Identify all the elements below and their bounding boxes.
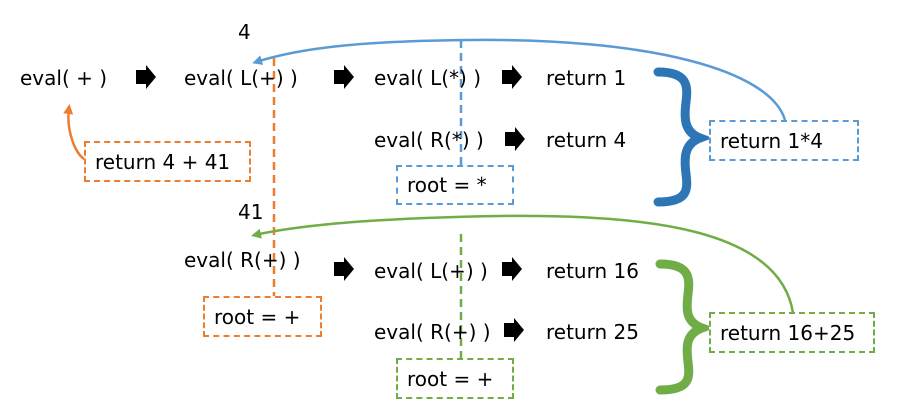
return-product-box: return 1*4 <box>709 120 859 161</box>
root-plus-text-green: root = + <box>407 366 494 391</box>
eval-right-plus-label: eval( R(+) ) <box>184 248 301 272</box>
return-sum-16-25-text: return 16+25 <box>720 320 856 345</box>
root-star-text: root = * <box>407 173 487 197</box>
eval-right-star-label: eval( R(*) ) <box>374 128 484 152</box>
right-curly-brace-icon <box>655 259 715 395</box>
right-arrow-icon <box>502 65 522 89</box>
right-curly-brace-icon <box>653 67 713 207</box>
right-arrow-icon <box>334 257 354 281</box>
eval-right-plus-inner-label: eval( R(+) ) <box>374 320 491 344</box>
eval-left-star-label: eval( L(*) ) <box>374 66 482 90</box>
right-arrow-icon <box>502 257 522 281</box>
right-arrow-icon <box>504 318 524 342</box>
return-16-label: return 16 <box>546 259 639 283</box>
root-star-box: root = * <box>396 165 514 205</box>
return-1-label: return 1 <box>546 66 627 90</box>
return-sum-16-25-box: return 16+25 <box>709 312 875 353</box>
return-4-label: return 4 <box>546 128 627 152</box>
return-sum-text: return 4 + 41 <box>95 149 231 174</box>
return-value-4: 4 <box>238 20 251 44</box>
eval-left-plus-inner-label: eval( L(+) ) <box>374 259 488 283</box>
eval-root-label: eval( + ) <box>20 66 108 90</box>
right-arrow-icon <box>136 65 156 89</box>
blue-return-curve <box>252 38 787 121</box>
root-plus-box-green: root = + <box>396 358 514 399</box>
return-sum-box: return 4 + 41 <box>84 141 251 182</box>
return-product-text: return 1*4 <box>720 128 823 153</box>
return-25-label: return 25 <box>546 320 639 344</box>
root-plus-text-orange: root = + <box>214 304 301 329</box>
orange-return-curve <box>63 104 87 162</box>
root-plus-box-orange: root = + <box>203 296 322 337</box>
right-arrow-icon <box>505 127 525 151</box>
green-return-curve <box>251 214 795 314</box>
eval-left-plus-label: eval( L(+) ) <box>184 66 298 90</box>
right-arrow-icon <box>334 65 354 89</box>
return-value-41: 41 <box>238 200 264 224</box>
